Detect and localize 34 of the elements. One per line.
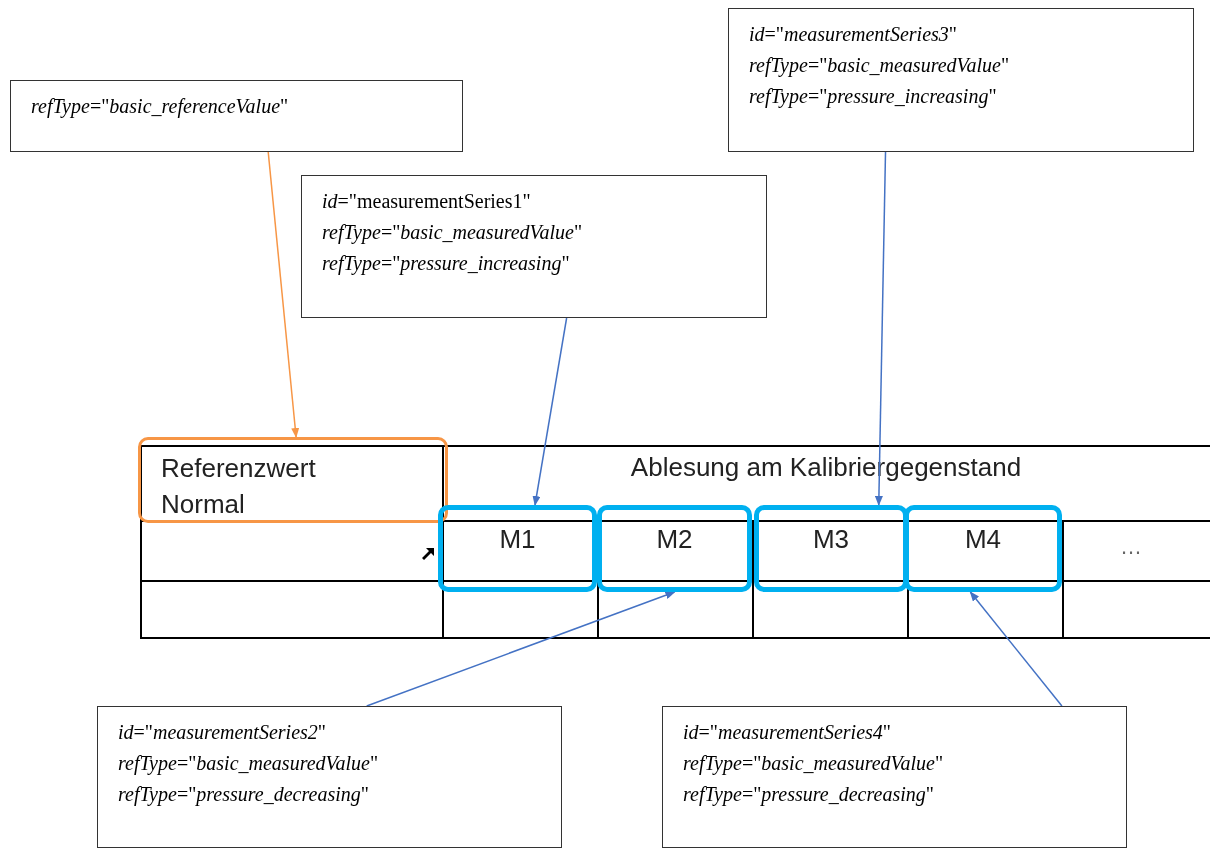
- ellipsis: …: [1120, 533, 1142, 561]
- note-text: refType="basic_measuredValue": [118, 751, 380, 777]
- note-text: refType="basic_referenceValue": [31, 94, 290, 120]
- note-text: id="measurementSeries3": [749, 22, 958, 47]
- note-text: refType="pressure_increasing": [322, 251, 571, 277]
- note-text: refType="pressure_increasing": [749, 84, 998, 110]
- cell-text: Referenzwert Normal: [161, 452, 317, 521]
- arrow: [532, 317, 568, 506]
- highlight-frame: [904, 505, 1062, 592]
- cell-text: M4: [964, 524, 1002, 556]
- note-box: [662, 706, 1127, 848]
- note-text: refType="basic_measuredValue": [322, 220, 584, 246]
- arrow: [874, 151, 887, 506]
- arrow: [365, 591, 676, 707]
- arrow: [969, 591, 1063, 707]
- note-text: refType="pressure_decreasing": [118, 782, 370, 808]
- highlight-frame: [597, 505, 752, 592]
- note-text: id="measurementSeries4": [683, 720, 892, 745]
- note-text: refType="basic_measuredValue": [683, 751, 945, 777]
- note-box: [728, 8, 1194, 152]
- highlight-frame: [138, 437, 448, 523]
- cell-text: M2: [656, 524, 693, 556]
- cell-text: M1: [499, 524, 536, 556]
- highlight-frame: [754, 505, 908, 592]
- note-text: id="measurementSeries2": [118, 720, 327, 745]
- note-text: refType="basic_measuredValue": [749, 53, 1011, 79]
- note-text: id="measurementSeries1": [322, 189, 532, 214]
- note-box: [10, 80, 463, 152]
- arrow: [267, 151, 300, 438]
- note-box: [301, 175, 767, 318]
- note-box: [97, 706, 562, 848]
- highlight-frame: [438, 505, 597, 592]
- cell-text: M3: [812, 524, 850, 556]
- note-text: refType="pressure_decreasing": [683, 782, 935, 808]
